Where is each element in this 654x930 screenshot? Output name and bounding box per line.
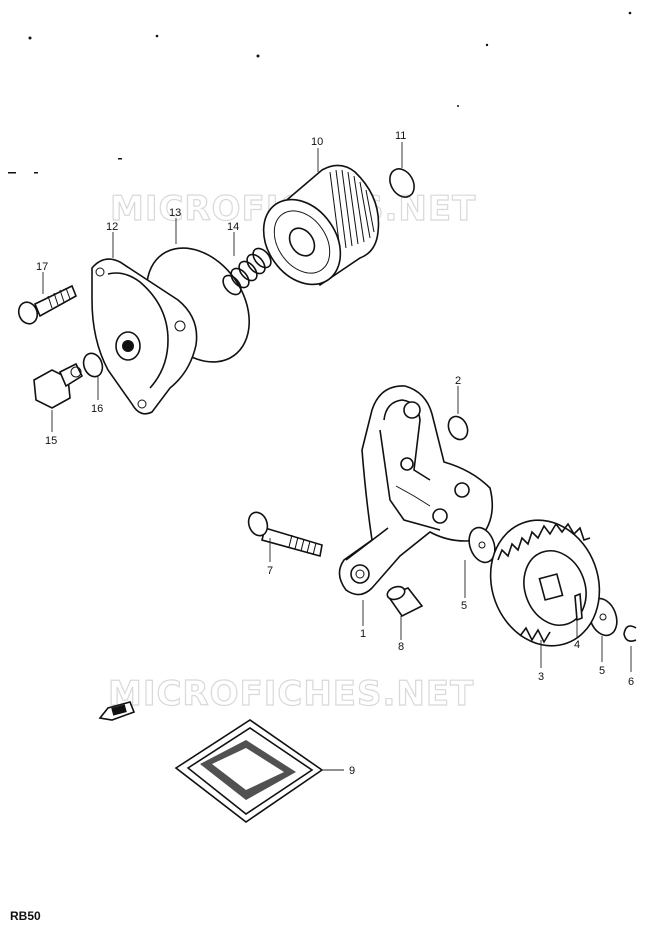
label-part-9: 9 (349, 765, 355, 777)
label-part-13: 13 (169, 207, 181, 219)
bolt-part-7 (247, 511, 323, 558)
front-arrow-icon (98, 701, 136, 721)
label-part-1: 1 (360, 628, 366, 640)
oil-strainer-part-9 (174, 719, 324, 823)
washer-part-16 (82, 352, 104, 378)
spring-part-14 (222, 247, 272, 296)
oil-filter-part-10 (262, 164, 380, 287)
label-part-2: 2 (455, 375, 461, 387)
leader-lines (42, 142, 632, 771)
label-part-16: 16 (91, 403, 103, 415)
part-labels: 1 2 3 4 5 5 6 7 8 9 10 11 12 13 14 15 16… (36, 130, 634, 777)
label-part-5b: 5 (599, 665, 605, 677)
label-part-11: 11 (395, 130, 406, 142)
watermark-bottom: MICROFICHES.NET (108, 674, 474, 714)
filter-cover-part-12 (91, 258, 198, 415)
dowel-part-8 (386, 585, 424, 618)
washer-part-5a (468, 526, 496, 564)
drain-bolt-part-15 (33, 362, 84, 409)
circlip-part-6 (623, 625, 637, 642)
oil-pump-part-1 (338, 385, 494, 596)
label-part-17: 17 (36, 261, 48, 273)
gear-part-3 (489, 519, 601, 647)
page-code: RB50 (10, 909, 41, 923)
label-part-14: 14 (227, 221, 239, 233)
label-part-10: 10 (311, 136, 323, 148)
label-part-4: 4 (574, 639, 580, 651)
o-ring-part-2 (447, 415, 469, 441)
label-part-7: 7 (267, 565, 273, 577)
label-part-5a: 5 (461, 600, 467, 612)
pin-part-4 (574, 592, 583, 622)
label-part-15: 15 (45, 435, 57, 447)
label-part-6: 6 (628, 676, 634, 688)
scan-specks (8, 11, 632, 174)
label-part-12: 12 (106, 221, 118, 233)
label-part-3: 3 (538, 671, 544, 683)
o-ring-part-11 (389, 168, 415, 198)
label-part-8: 8 (398, 641, 404, 653)
bolt-part-17 (17, 284, 78, 325)
